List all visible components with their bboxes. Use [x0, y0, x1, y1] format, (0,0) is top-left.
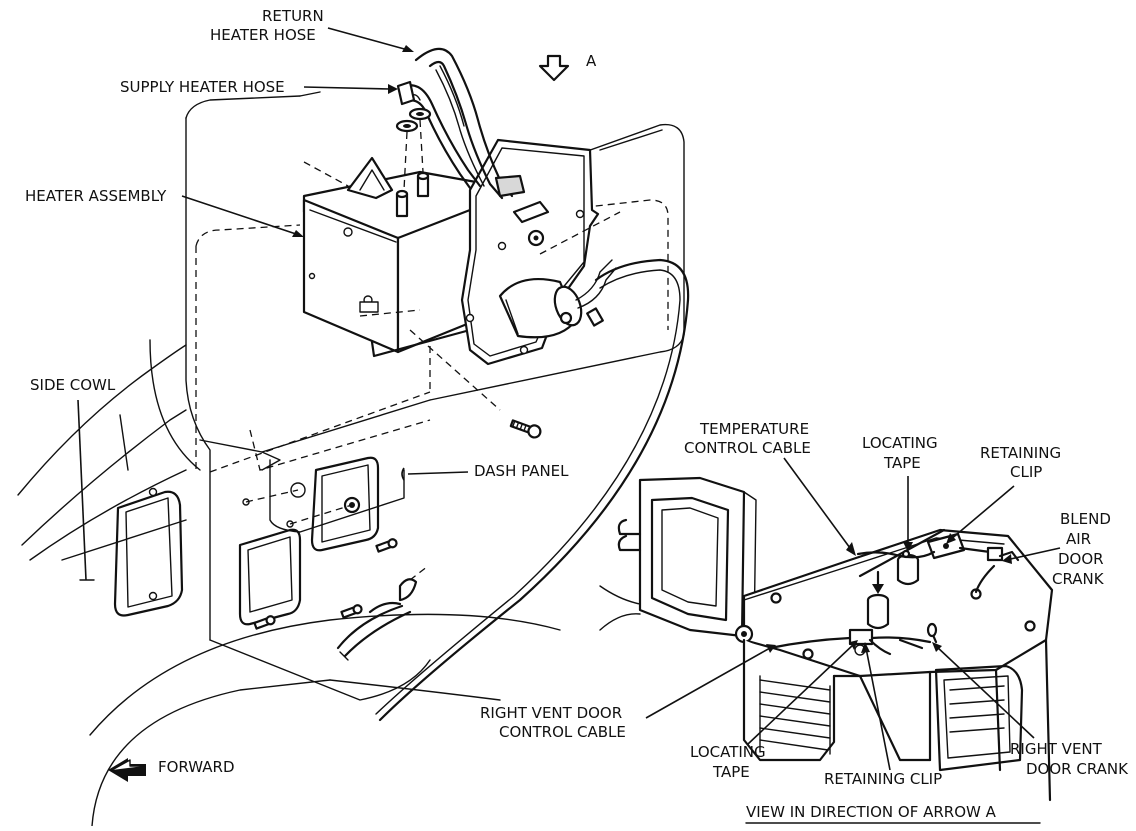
arrow-a-icon	[538, 54, 570, 82]
label-dash-panel: DASH PANEL	[474, 462, 569, 480]
label-blend-air-door-crank-4: CRANK	[1052, 570, 1105, 588]
heater-assembly	[302, 156, 532, 358]
label-right-vent-door-control-cable-2: CONTROL CABLE	[499, 723, 626, 741]
reference-lines	[303, 161, 621, 411]
blower-motor-housing	[460, 138, 617, 366]
label-temperature-control-cable: TEMPERATURE	[699, 420, 809, 438]
label-heater-assembly: HEATER ASSEMBLY	[25, 187, 167, 205]
label-retaining-clip-bottom: RETAINING CLIP	[824, 770, 942, 788]
side-cowl	[17, 339, 201, 617]
inset-right-vent-grille	[934, 664, 1024, 772]
mounting-screws	[253, 419, 542, 661]
inset-view	[599, 476, 1054, 802]
heater-hoses	[395, 47, 526, 200]
label-temperature-control-cable-2: CONTROL CABLE	[684, 439, 811, 457]
inset-grille	[759, 675, 831, 755]
label-blend-air-door-crank-2: AIR	[1066, 530, 1091, 548]
label-forward: FORWARD	[158, 758, 235, 776]
label-locating-tape-bottom: LOCATING	[690, 743, 766, 761]
label-right-vent-door-crank-2: DOOR CRANK	[1026, 760, 1129, 778]
main-view-labels: RETURN HEATER HOSE SUPPLY HEATER HOSE HE…	[25, 7, 597, 776]
control-cable-loop	[375, 258, 690, 722]
label-blend-air-door-crank: BLEND	[1060, 510, 1111, 528]
label-right-vent-door-control-cable: RIGHT VENT DOOR	[480, 704, 622, 722]
label-locating-tape-top: LOCATING	[862, 434, 938, 452]
dash-panel-covers	[238, 456, 380, 626]
label-return-heater-hose: RETURN	[262, 7, 324, 25]
label-retaining-clip-top-2: CLIP	[1010, 463, 1042, 481]
label-right-vent-door-crank: RIGHT VENT	[1010, 740, 1103, 758]
forward-arrow-icon	[108, 758, 146, 782]
label-locating-tape-bottom-2: TAPE	[712, 763, 750, 781]
inset-labels: TEMPERATURE CONTROL CABLE LOCATING TAPE …	[480, 420, 1129, 824]
label-blend-air-door-crank-3: DOOR	[1058, 550, 1104, 568]
view-caption: VIEW IN DIRECTION OF ARROW A	[746, 803, 997, 821]
label-return-heater-hose-2: HEATER HOSE	[210, 26, 316, 44]
label-locating-tape-top-2: TAPE	[883, 454, 921, 472]
label-supply-heater-hose: SUPPLY HEATER HOSE	[120, 78, 285, 96]
label-retaining-clip-top: RETAINING	[980, 444, 1061, 462]
label-arrow-a: A	[586, 52, 597, 70]
label-side-cowl: SIDE COWL	[30, 376, 116, 394]
